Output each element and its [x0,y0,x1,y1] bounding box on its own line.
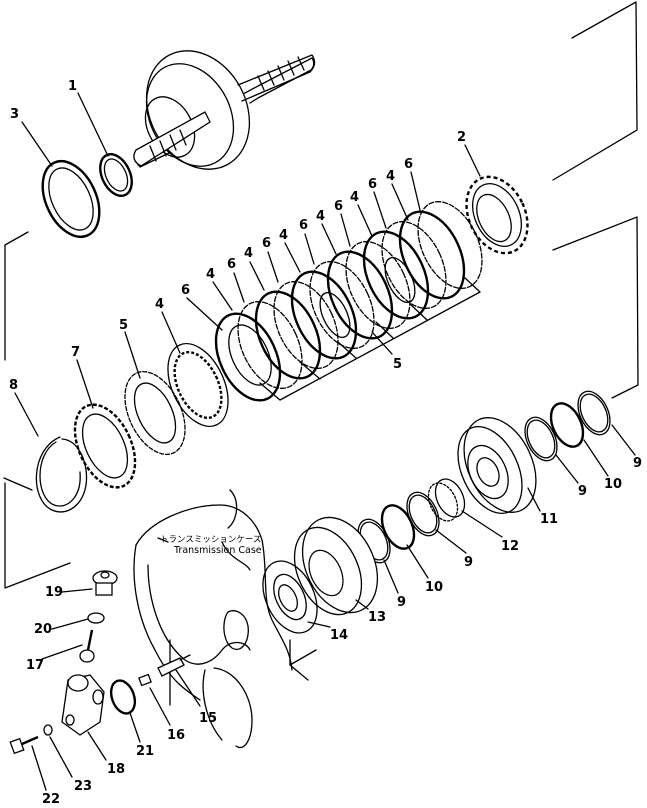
part-label-6: 6 [181,283,191,298]
part-label-9: 9 [464,555,474,570]
end-plate-7 [73,403,137,489]
part-label-9: 9 [578,484,588,499]
part-label-4: 4 [244,246,254,261]
part-label-6: 6 [262,236,272,251]
part-label-4: 4 [155,297,165,312]
part-label-7: 7 [71,345,81,360]
case-label-en: Transmission Case [174,544,262,556]
part-label-1: 1 [68,79,78,94]
part-label-4: 4 [206,267,216,282]
part-label-20: 20 [34,622,53,637]
part-label-6: 6 [404,157,414,172]
part-label-10: 10 [425,580,444,595]
needle-bearing-12 [427,478,466,522]
bolt-part-22 [9,735,39,755]
ring-part-3 [41,160,101,238]
separator-plate-5 [124,370,186,456]
snap-ring-8 [35,436,88,513]
case-label-jp: トランスミッションケース [160,535,262,545]
plug-part-16 [138,673,152,687]
ring-part-1 [99,153,133,197]
washer-part-23 [43,724,53,736]
gear-part-13 [293,516,379,616]
main-shaft-drawing [133,50,316,170]
part-label-17: 17 [26,658,45,673]
part-label-9: 9 [633,456,643,471]
o-ring-21 [109,679,137,715]
friction-plate-4 [167,342,229,428]
part-label-2: 2 [457,130,467,145]
part-label-11: 11 [540,512,559,527]
clutch-plate-stack [214,201,483,402]
sensor-part-15 [157,654,191,677]
part-label-3: 3 [10,107,20,122]
part-label-4: 4 [386,169,396,184]
fitting-part-19 [92,570,118,596]
part-label-18: 18 [107,762,126,777]
part-label-6: 6 [368,177,378,192]
part-label-14: 14 [330,628,349,643]
gear-part-11 [457,417,537,514]
part-label-9: 9 [397,595,407,610]
ring-set-upper [524,390,611,462]
part-label-15: 15 [199,711,218,726]
o-ring-20 [87,612,105,624]
group-bracket-lines [3,1,639,681]
housing-part-18 [61,674,105,736]
leader-lines [14,92,636,791]
part-label-10: 10 [604,477,623,492]
transmission-case-label: トランスミッションケース Transmission Case [160,535,262,557]
part-label-23: 23 [74,779,93,794]
part-label-4: 4 [350,190,360,205]
part-label-6: 6 [334,199,344,214]
hub-part-2 [465,175,529,255]
part-label-13: 13 [368,610,387,625]
part-label-4: 4 [279,228,289,243]
part-label-12: 12 [501,539,520,554]
part-label-16: 16 [167,728,186,743]
part-label-5: 5 [119,318,129,333]
part-label-21: 21 [136,744,155,759]
bolt-part-17 [79,629,95,663]
part-label-6: 6 [227,257,237,272]
part-label-6: 6 [299,218,309,233]
part-label-4: 4 [316,209,326,224]
transmission-case-outline [133,489,293,749]
part-label-5: 5 [393,357,403,372]
part-label-8: 8 [9,378,19,393]
part-label-22: 22 [42,792,61,807]
part-label-19: 19 [45,585,64,600]
